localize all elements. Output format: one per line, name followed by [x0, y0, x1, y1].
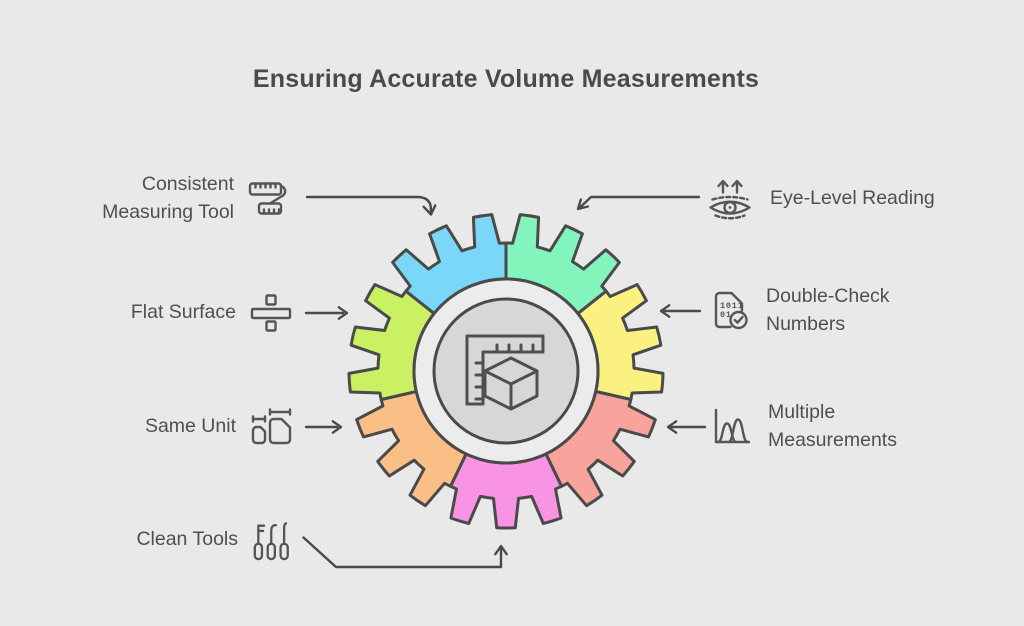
binary-text-row2: 01: [720, 310, 732, 320]
item-multiple-measurements: Multiple Measurements: [708, 394, 1024, 460]
item-label: Flat Surface: [130, 301, 236, 324]
arrow-same-unit: [304, 420, 343, 434]
arrow-multiple-measurements: [666, 420, 707, 434]
item-clean-tools: Clean Tools: [0, 508, 293, 572]
binary-text-row1: 1011: [720, 301, 744, 311]
bell-curve-chart-icon: [714, 408, 751, 444]
level-surface-icon: [250, 294, 292, 332]
gear-segment-5: [449, 452, 563, 530]
item-flat-surface: Flat Surface: [0, 283, 293, 343]
item-consistent-measuring-tool: Consistent Measuring Tool: [0, 160, 293, 238]
tape-measure-icon: [248, 182, 287, 215]
arrow-eye-level-reading: [576, 195, 701, 211]
page-title: Ensuring Accurate Volume Measurements: [252, 65, 760, 93]
item-double-check-numbers: 1011 01 Double-Check Numbers: [708, 278, 1024, 344]
item-label: Clean Tools: [136, 528, 238, 551]
corner-ruler-shape: [465, 334, 545, 406]
ruler-ticks-horizontal: [495, 343, 535, 354]
item-same-unit: Same Unit: [0, 397, 293, 457]
arrow-consistent-measuring-tool: [305, 195, 437, 216]
item-label: Consistent Measuring Tool: [102, 173, 234, 223]
cube-inner-edges: [483, 369, 539, 411]
arrow-double-check-numbers: [659, 304, 702, 318]
measuring-containers-icon: [251, 408, 292, 445]
check-mark: [733, 315, 744, 324]
item-label: Multiple Measurements: [768, 401, 897, 451]
arrow-clean-tools: [302, 536, 508, 569]
ruler-ticks-vertical: [474, 361, 485, 401]
ruler-cube-icon: [465, 334, 545, 411]
item-label: Eye-Level Reading: [770, 187, 935, 210]
binary-document-check-icon: 1011 01: [714, 291, 748, 330]
eye-level-icon: [709, 179, 751, 220]
arrow-flat-surface: [304, 306, 349, 320]
item-eye-level-reading: Eye-Level Reading: [706, 169, 1024, 229]
item-label: Double-Check Numbers: [766, 285, 890, 335]
connector-arrows: [302, 195, 707, 569]
cleaning-tools-icon: [253, 522, 289, 561]
item-label: Same Unit: [144, 415, 236, 438]
